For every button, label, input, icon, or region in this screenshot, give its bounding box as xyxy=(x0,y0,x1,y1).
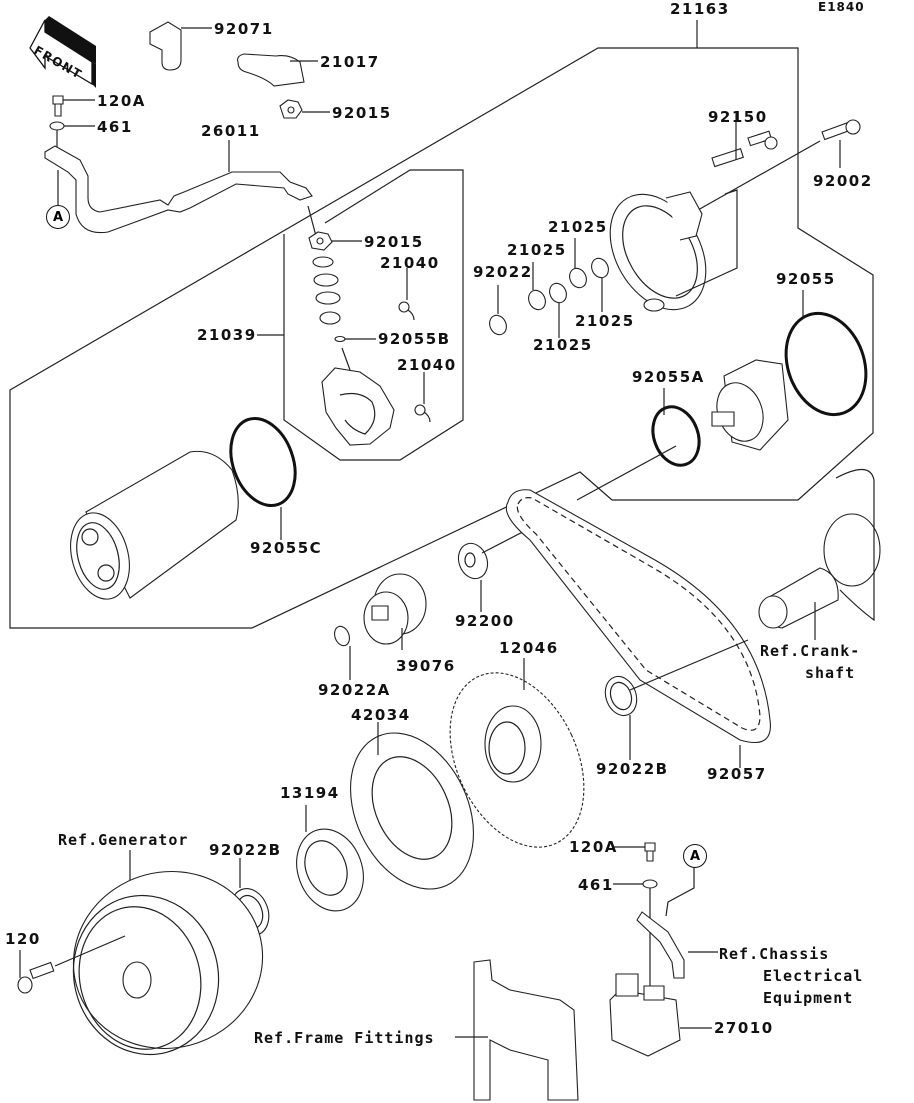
nut-92015-mid-icon xyxy=(309,232,362,250)
part-label-92057[interactable]: 92057 xyxy=(707,765,767,783)
assembly-outline-21039 xyxy=(284,170,463,460)
part-label-21163[interactable]: 21163 xyxy=(670,0,730,18)
washer-461-top-icon xyxy=(50,122,95,130)
bolt-120A-bottom-icon xyxy=(613,843,655,861)
part-label-13194[interactable]: 13194 xyxy=(280,784,340,802)
oring-92055B-icon xyxy=(335,337,376,342)
crankshaft-icon xyxy=(759,469,880,640)
brush-spring-21040-b-icon xyxy=(415,372,430,422)
part-label-92022A[interactable]: 92022A xyxy=(318,681,391,699)
rear-cover-icon xyxy=(591,177,737,326)
part-label-92002[interactable]: 92002 xyxy=(813,172,873,190)
part-label-42034[interactable]: 42034 xyxy=(351,706,411,724)
part-label-92055[interactable]: 92055 xyxy=(776,270,836,288)
part-label-461-bottom[interactable]: 461 xyxy=(578,876,614,894)
washer-92022B-right-icon xyxy=(600,640,748,760)
callout-marker-a-top: A xyxy=(46,205,70,229)
part-label-21040-a[interactable]: 21040 xyxy=(380,254,440,272)
washer-stack-icon xyxy=(313,257,340,324)
ref-chassis-line2[interactable]: Electrical xyxy=(763,967,864,985)
part-label-92055A[interactable]: 92055A xyxy=(632,368,705,386)
part-label-120[interactable]: 120 xyxy=(5,930,41,948)
assembly-outline-21163 xyxy=(10,20,873,628)
part-label-120A-bottom[interactable]: 120A xyxy=(569,838,618,856)
part-label-92055B[interactable]: 92055B xyxy=(378,330,451,348)
sprocket-12046-icon xyxy=(424,651,611,868)
generator-rotor-icon xyxy=(53,850,282,1071)
frame-fittings-icon xyxy=(455,960,578,1100)
ref-crankshaft-line1[interactable]: Ref.Crank- xyxy=(760,642,861,660)
part-label-39076[interactable]: 39076 xyxy=(396,657,456,675)
part-label-21025-c[interactable]: 21025 xyxy=(575,312,635,330)
nut-92015-top-icon xyxy=(280,100,330,118)
oring-92055C-icon xyxy=(219,409,306,540)
part-label-92015-mid[interactable]: 92015 xyxy=(364,233,424,251)
part-label-92150[interactable]: 92150 xyxy=(708,108,768,126)
part-label-92022[interactable]: 92022 xyxy=(473,263,533,281)
part-label-92200[interactable]: 92200 xyxy=(455,612,515,630)
ref-frame-fittings[interactable]: Ref.Frame Fittings xyxy=(254,1029,435,1047)
part-label-21040-b[interactable]: 21040 xyxy=(397,356,457,374)
diagram-code: E1840 xyxy=(818,0,865,14)
motor-yoke-icon xyxy=(62,451,239,605)
callout-marker-a-bottom: A xyxy=(683,844,707,868)
chain-92057-icon xyxy=(506,490,770,768)
part-label-21025-a[interactable]: 21025 xyxy=(548,218,608,236)
oring-92055-icon xyxy=(773,290,880,426)
oring-92055A-icon xyxy=(577,388,707,500)
brush-holder-icon xyxy=(322,348,394,445)
part-label-92071[interactable]: 92071 xyxy=(214,20,274,38)
brush-spring-21040-a-icon xyxy=(399,268,414,320)
part-label-461-top[interactable]: 461 xyxy=(97,118,133,136)
part-label-26011[interactable]: 26011 xyxy=(201,122,261,140)
part-label-12046[interactable]: 12046 xyxy=(499,639,559,657)
washer-92022A-icon xyxy=(332,624,352,680)
ref-crankshaft-line2[interactable]: shaft xyxy=(805,664,856,682)
front-cover-icon xyxy=(709,360,788,450)
cable-26011-icon xyxy=(45,130,316,236)
boot-92071-icon xyxy=(150,22,212,70)
washers-21025-icon xyxy=(487,238,612,338)
ref-chassis-line3[interactable]: Equipment xyxy=(763,989,854,1007)
part-label-21017[interactable]: 21017 xyxy=(320,53,380,71)
bolt-92002-icon xyxy=(698,120,860,210)
bolt-120A-top-icon xyxy=(53,96,95,116)
part-label-92022B-left[interactable]: 92022B xyxy=(209,841,282,859)
one-way-clutch-13194-icon xyxy=(286,805,375,920)
part-label-92055C[interactable]: 92055C xyxy=(250,539,323,557)
part-label-21039[interactable]: 21039 xyxy=(197,326,257,344)
part-label-92022B-right[interactable]: 92022B xyxy=(596,760,669,778)
part-label-92015-top[interactable]: 92015 xyxy=(332,104,392,122)
bracket-icon xyxy=(637,866,718,978)
gear-39076-icon xyxy=(364,574,426,650)
ref-generator[interactable]: Ref.Generator xyxy=(58,831,189,849)
front-arrow-icon xyxy=(30,16,96,88)
ref-chassis-line1[interactable]: Ref.Chassis xyxy=(719,945,830,963)
part-label-21025-b[interactable]: 21025 xyxy=(507,241,567,259)
clutch-plate-42034-icon xyxy=(327,713,498,909)
bolt-120-icon xyxy=(18,936,125,993)
part-label-21025-d[interactable]: 21025 xyxy=(533,336,593,354)
part-label-120A-top[interactable]: 120A xyxy=(97,92,146,110)
spring-92150-icon xyxy=(712,112,777,167)
relay-27010-icon xyxy=(610,974,712,1056)
part-label-27010[interactable]: 27010 xyxy=(714,1019,774,1037)
cover-21017-icon xyxy=(238,54,318,86)
